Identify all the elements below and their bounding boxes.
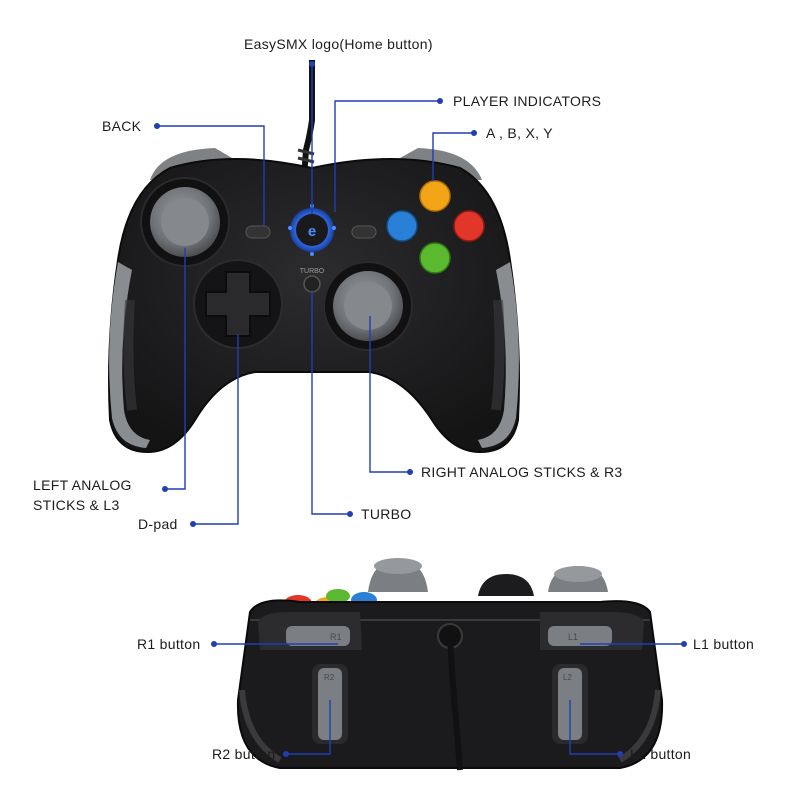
r1-print: R1 [330, 632, 342, 642]
label-dpad: D-pad [138, 516, 178, 532]
label-turbo: TURBO [361, 506, 412, 522]
label-home: EasySMX logo(Home button) [244, 36, 433, 52]
label-r1: R1 button [137, 636, 200, 652]
right-analog-stick[interactable] [323, 261, 413, 351]
label-l1: L1 button [693, 636, 754, 652]
label-abxy: A , B, X, Y [486, 125, 553, 141]
button-b[interactable] [453, 210, 485, 242]
right-grip-texture [491, 299, 505, 411]
label-r2: R2 button [212, 746, 275, 762]
r2-print: R2 [324, 673, 335, 682]
player-indicator-leds [288, 204, 336, 256]
face-buttons [386, 180, 485, 274]
svg-text:e: e [308, 223, 316, 240]
button-y[interactable] [419, 180, 451, 212]
l1-bumper[interactable]: L1 [540, 612, 644, 650]
top-callouts: EasySMX logo(Home button) PLAYER INDICAT… [33, 36, 622, 532]
rear-controller: R1 L1 R2 L2 [236, 558, 664, 771]
cable-coil [297, 148, 315, 180]
label-left-analog-line2: STICKS & L3 [33, 497, 120, 513]
turbo-button[interactable] [303, 275, 321, 293]
rear-cable [447, 635, 463, 771]
button-x[interactable] [386, 210, 418, 242]
label-l2: L2 button [630, 746, 691, 762]
r1-bumper[interactable]: R1 [258, 612, 362, 650]
back-button[interactable] [245, 225, 271, 239]
label-back: BACK [102, 118, 142, 134]
label-left-analog-line1: LEFT ANALOG [33, 477, 132, 493]
home-button[interactable]: e [290, 208, 334, 252]
l1-print: L1 [568, 632, 578, 642]
bottom-callouts: R1 button L1 button R2 button L2 button [137, 636, 754, 762]
turbo-print: TURBO [300, 268, 325, 275]
label-right-analog: RIGHT ANALOG STICKS & R3 [421, 464, 622, 480]
button-a[interactable] [419, 242, 451, 274]
rear-dpad-top [478, 574, 534, 596]
rear-button-a [326, 589, 350, 603]
start-button[interactable] [351, 225, 377, 239]
label-player-indicators: PLAYER INDICATORS [453, 93, 601, 109]
front-controller: e TURBO [108, 60, 520, 454]
l2-print: L2 [563, 673, 572, 682]
left-grip-trim [109, 262, 150, 448]
left-grip-texture [123, 299, 137, 411]
right-grip-trim [478, 262, 519, 448]
